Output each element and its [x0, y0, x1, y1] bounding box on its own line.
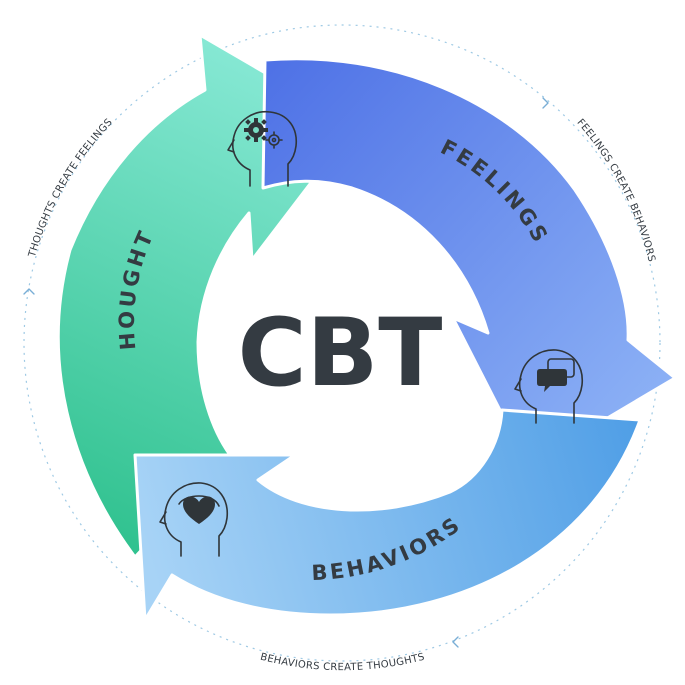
outer-guide-circle [23, 24, 661, 662]
center-label: CBT [238, 299, 443, 408]
head-heart-icon [159, 482, 228, 557]
chevron-left-icon [452, 636, 459, 648]
chevron-right-icon [542, 97, 549, 109]
feelings-arrow [261, 57, 677, 467]
head-gears-icon [227, 111, 297, 187]
behaviors-create-thoughts-label: BEHAVIORS CREATE THOUGHTS [259, 652, 426, 674]
head-speech-bubble-icon [514, 349, 583, 424]
behaviors-arrow [133, 408, 642, 622]
chevron-up-icon [23, 288, 35, 295]
